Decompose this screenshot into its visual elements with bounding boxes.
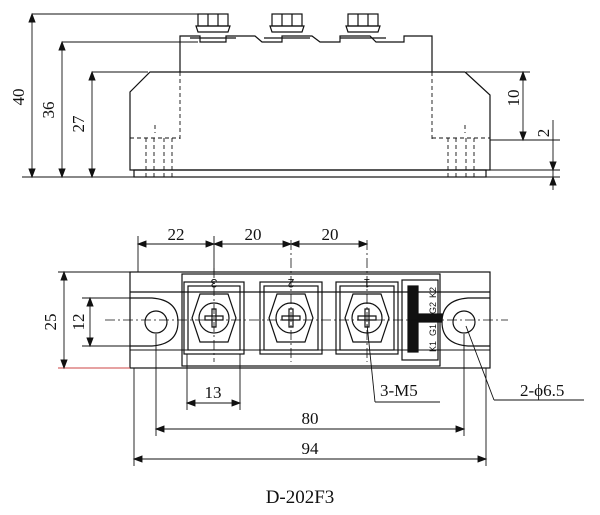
dim-height-25: 25 xyxy=(41,314,60,331)
side-right-dimensions xyxy=(466,70,560,190)
gate-label-k2: K2 xyxy=(428,287,438,298)
dim-width-94: 94 xyxy=(302,439,320,458)
callout-mounting-holes: 2-ϕ6.5 xyxy=(520,381,564,400)
dim-height-40: 40 xyxy=(9,89,28,106)
side-nut-right xyxy=(340,13,386,39)
side-nut-left xyxy=(190,13,236,39)
terminal-1-nut xyxy=(344,293,390,343)
dim-height-12: 12 xyxy=(69,314,88,331)
drawing-caption: D-202F3 xyxy=(266,487,335,508)
dim-width-22: 22 xyxy=(168,225,185,244)
top-dimension-chain xyxy=(136,236,369,272)
side-left-dimensions xyxy=(22,12,198,179)
dim-height-27: 27 xyxy=(69,115,88,133)
callout-screws: 3-M5 xyxy=(380,381,418,400)
mounting-lug-left xyxy=(130,297,179,347)
callout-leaders xyxy=(366,323,584,403)
top-view: K1 G1 G2 K2 3 2 1 22 20 20 xyxy=(41,225,584,466)
side-nut-middle xyxy=(264,13,310,39)
mounting-hole-left xyxy=(144,310,168,334)
dim-width-20-a: 20 xyxy=(245,225,262,244)
dim-height-10: 10 xyxy=(504,90,523,107)
center-lines xyxy=(105,240,508,362)
dim-width-20-b: 20 xyxy=(322,225,339,244)
mounting-lug-right xyxy=(441,297,490,347)
dim-height-36: 36 xyxy=(39,102,58,119)
side-hidden-lines xyxy=(130,72,490,180)
side-body-outline xyxy=(129,35,491,171)
dim-width-13: 13 xyxy=(205,383,222,402)
gate-label-k1: K1 xyxy=(428,341,438,352)
terminal-2-nut xyxy=(268,293,314,343)
terminal-3-screw xyxy=(198,302,230,334)
gate-label-g2: G2 xyxy=(428,302,438,314)
top-left-dimensions xyxy=(58,270,152,370)
dim-width-80: 80 xyxy=(302,409,319,428)
side-view: 40 36 27 10 2 xyxy=(9,12,560,190)
gate-label-g1: G1 xyxy=(428,324,438,336)
side-base-plate xyxy=(133,169,487,178)
top-bottom-dimensions xyxy=(132,334,488,466)
terminal-3-nut xyxy=(191,293,237,343)
dim-height-2: 2 xyxy=(534,129,553,138)
mounting-hole-right xyxy=(452,310,476,334)
